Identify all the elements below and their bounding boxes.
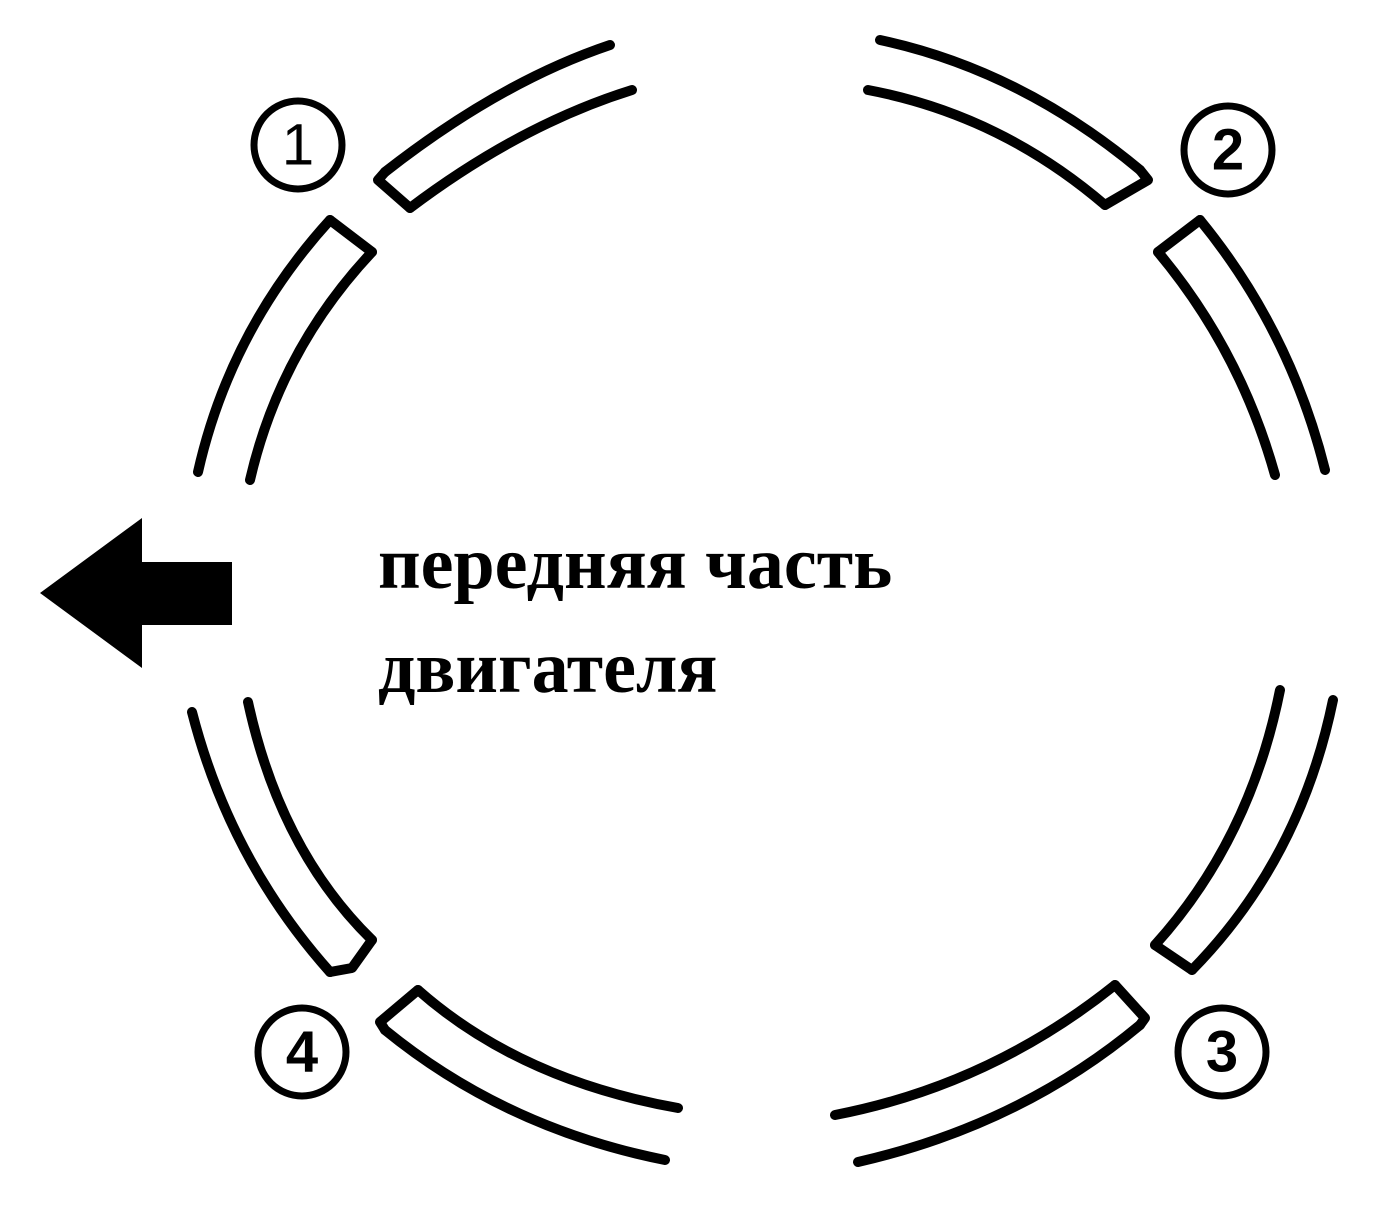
ring-end-cap (325, 935, 377, 977)
ring-arc-inner (380, 1025, 670, 1165)
arrow-left-icon (40, 518, 232, 668)
ring-segment-right-upper (1153, 215, 1330, 480)
ring-end-cap (1150, 940, 1197, 975)
ring-arc-inner (1150, 685, 1285, 950)
gap-marker-number: 4 (286, 1020, 318, 1085)
ring-end-cap (1100, 165, 1153, 210)
ring-end-cap (375, 985, 423, 1035)
ring-arc-outer (1187, 695, 1338, 975)
ring-arc-outer (193, 215, 335, 477)
ring-arc-outer (875, 35, 1145, 175)
engine-front-caption: передняя часть двигателя (378, 512, 892, 720)
ring-segment-top-right (863, 35, 1153, 210)
gap-marker-4: 4 (254, 1004, 350, 1100)
ring-end-cap (1153, 215, 1205, 257)
ring-segment-bottom-left (375, 985, 683, 1165)
ring-arc-inner (853, 1020, 1145, 1167)
ring-arc-outer (187, 707, 335, 977)
ring-end-cap (1110, 980, 1150, 1030)
gap-marker-1: 1 (250, 97, 346, 193)
gap-marker-3: 3 (1174, 1004, 1270, 1100)
ring-arc-inner (405, 85, 637, 213)
caption-line-1: передняя часть (378, 523, 893, 605)
caption-line-2: двигателя (378, 627, 718, 709)
gap-marker-2: 2 (1180, 102, 1276, 198)
ring-arc-inner (1153, 247, 1280, 480)
ring-segment-top-left (373, 40, 637, 213)
ring-segment-left-lower (187, 697, 377, 977)
gap-marker-number: 2 (1212, 118, 1244, 183)
ring-arc-outer (830, 980, 1120, 1120)
ring-arc-outer (380, 40, 615, 177)
ring-arc-inner (243, 697, 377, 945)
ring-arc-outer (1195, 215, 1330, 475)
gap-marker-number: 3 (1206, 1020, 1238, 1085)
ring-segment-bottom-right (830, 980, 1150, 1167)
ring-segment-left-upper (193, 215, 377, 485)
ring-end-cap (373, 167, 415, 213)
ring-arc-outer (413, 985, 683, 1113)
ring-segment-right-lower (1150, 685, 1338, 975)
gap-marker-number: 1 (282, 113, 314, 178)
ring-arc-inner (245, 247, 377, 485)
ring-end-cap (325, 215, 377, 257)
ring-arc-inner (863, 85, 1110, 210)
